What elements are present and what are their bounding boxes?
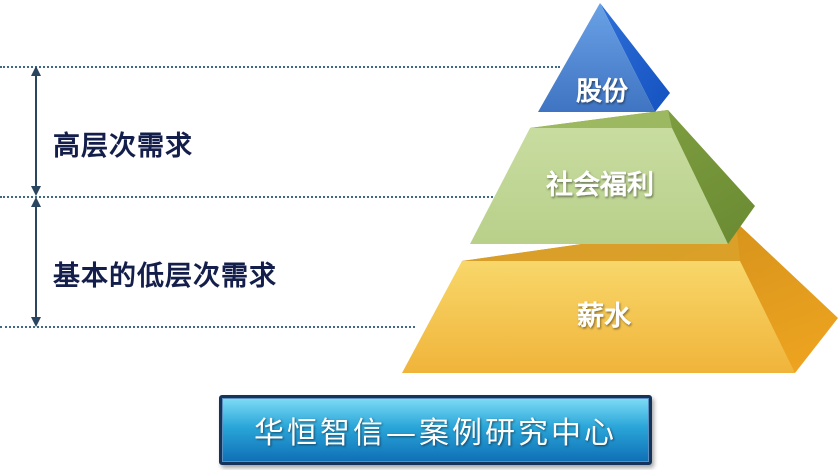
pyramid-tier-salary: 薪水 [402,222,838,373]
banner-text: 华恒智信—案例研究中心 [254,416,617,451]
guide-line-middle [0,196,500,198]
pyramid-tier-welfare: 社会福利 [470,110,755,244]
tier-label-shares: 股份 [576,77,628,107]
case-center-banner: 华恒智信—案例研究中心 [219,395,652,465]
high-needs-label: 高层次需求 [53,131,193,162]
pyramid-tier-shares: 股份 [538,3,670,112]
pyramid-diagram: 薪水 社会福利 股份 [402,3,838,373]
basic-needs-label: 基本的低层次需求 [53,261,277,292]
guide-line-top [0,66,560,68]
guide-line-bottom [0,326,415,328]
tier-label-welfare: 社会福利 [546,169,654,201]
tier-label-salary: 薪水 [577,301,632,332]
